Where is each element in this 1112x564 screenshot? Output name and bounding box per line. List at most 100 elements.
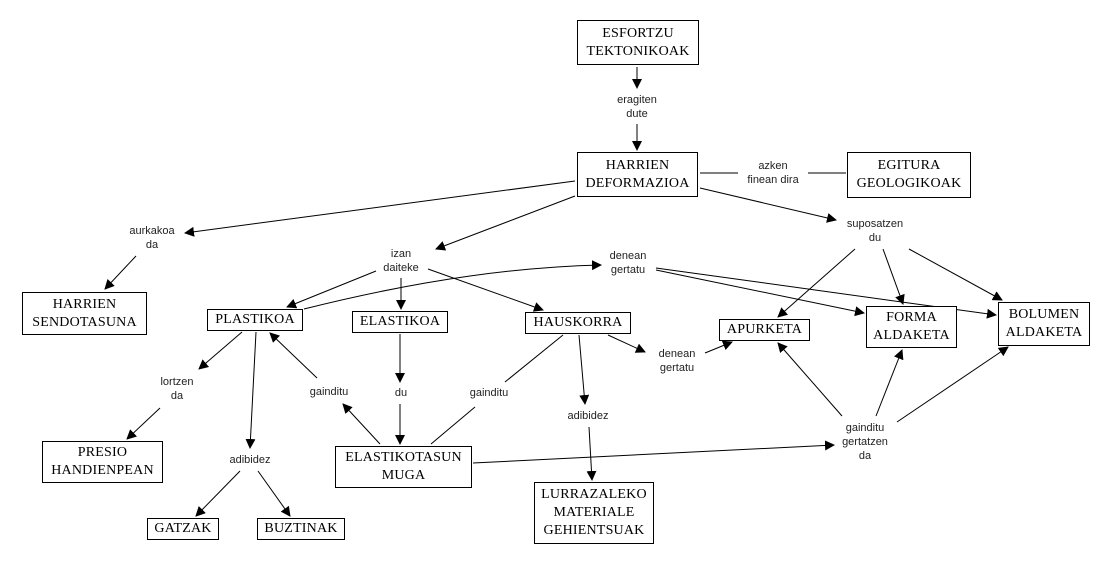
edge-muga-gainditu2 <box>430 406 476 445</box>
link-line: denean <box>658 348 696 360</box>
concept-harrien-sendotasuna[interactable]: HARRIEN SENDOTASUNA <box>22 292 147 335</box>
concept-line: GEHIENTSUAK <box>543 523 645 538</box>
link-line: gertatu <box>610 264 646 276</box>
link-line: gertatu <box>659 362 695 374</box>
concept-line: ELASTIKOTASUN <box>345 450 462 465</box>
link-gainditu-2[interactable]: gainditu <box>469 386 509 400</box>
edge-gertatzen-apurketa <box>777 342 843 417</box>
link-gainditu-1[interactable]: gainditu <box>309 385 349 399</box>
concept-apurketa[interactable]: APURKETA <box>719 319 810 341</box>
edge-plastikoa-adibidez1 <box>245 331 257 449</box>
edge-suposatzen-forma <box>882 248 905 305</box>
edge-aurkakoa-sendotasuna <box>104 255 137 290</box>
edge-gertatzen-bolumen <box>896 346 1009 423</box>
concept-line: GATZAK <box>154 521 212 536</box>
edge-suposatzen-bolumen <box>908 248 1003 301</box>
edge-adibidez2-lurrazaleko <box>586 426 597 481</box>
concept-line: HAUSKORRA <box>533 315 623 330</box>
concept-plastikoa[interactable]: PLASTIKOA <box>207 309 303 331</box>
concept-line: HARRIEN <box>52 296 117 312</box>
edge-deformazioa-izan <box>435 195 576 251</box>
edge-adibidez1-gatzak <box>195 470 241 517</box>
edge-izan-plastikoa <box>286 270 377 309</box>
link-line: gainditu <box>469 387 509 399</box>
concept-hauskorra[interactable]: HAUSKORRA <box>525 312 631 334</box>
link-gainditu-gertatzen-da[interactable]: gainditu gertatzen da <box>842 421 888 463</box>
link-eragiten-dute[interactable]: eragiten dute <box>617 93 657 121</box>
link-line: adibidez <box>567 410 609 422</box>
link-line: denean <box>609 250 647 262</box>
link-line: daiteke <box>383 262 419 274</box>
link-aurkakoa-da[interactable]: aurkakoa da <box>129 224 175 252</box>
concept-egitura-geologikoak[interactable]: EGITURA GEOLOGIKOAK <box>847 152 971 198</box>
edge-gainditu1-plastikoa <box>269 332 318 379</box>
link-izan-daiteke[interactable]: izan daiteke <box>383 247 419 275</box>
link-line: gertatzen <box>842 436 888 448</box>
link-line: da <box>858 450 872 462</box>
link-line: izan <box>390 248 412 260</box>
link-line: adibidez <box>229 454 271 466</box>
concept-line: SENDOTASUNA <box>32 314 137 330</box>
link-line: lortzen <box>160 376 194 388</box>
link-line: suposatzen <box>846 218 904 230</box>
edge-plastikoa-denean1 <box>303 260 602 310</box>
link-line: aurkakoa <box>129 225 175 237</box>
concept-elastikoa[interactable]: ELASTIKOA <box>352 311 448 333</box>
concept-bolumen-aldaketa[interactable]: BOLUMEN ALDAKETA <box>998 302 1090 346</box>
concept-harrien-deformazioa[interactable]: HARRIEN DEFORMAZIOA <box>577 152 698 197</box>
concept-line: HARRIEN <box>605 157 670 173</box>
link-line: azken <box>758 160 788 172</box>
edge-adibidez1-buztinak <box>257 470 291 517</box>
link-suposatzen-du[interactable]: suposatzen du <box>846 217 904 245</box>
concept-gatzak[interactable]: GATZAK <box>147 518 219 540</box>
concept-line: BUZTINAK <box>264 521 338 536</box>
concept-line: BOLUMEN <box>1008 307 1080 322</box>
concept-elastikotasun-muga[interactable]: ELASTIKOTASUN MUGA <box>335 446 472 488</box>
concept-line: MUGA <box>381 468 426 483</box>
link-azken-finean-dira[interactable]: azken finean dira <box>747 159 799 187</box>
concept-line: TEKTONIKOAK <box>586 43 690 59</box>
concept-line: ALDAKETA <box>873 328 950 343</box>
concept-line: EGITURA <box>877 158 941 173</box>
edge-denean2-apurketa <box>704 340 733 354</box>
concept-forma-aldaketa[interactable]: FORMA ALDAKETA <box>866 306 957 348</box>
concept-esfortzu-tektonikoak[interactable]: ESFORTZU TEKTONIKOAK <box>577 20 699 65</box>
edge-hauskorra-denean2 <box>607 334 646 353</box>
link-line: eragiten <box>617 94 657 106</box>
concept-line: PLASTIKOA <box>215 312 295 327</box>
link-line: du <box>868 232 882 244</box>
concept-line: HANDIENPEAN <box>51 463 154 478</box>
edge-deformazioa-aurkakoa <box>184 180 576 237</box>
edge-hauskorra-adibidez2 <box>578 334 590 405</box>
link-denean-gertatu-2[interactable]: denean gertatu <box>658 347 696 375</box>
edge-plastikoa-lortzen <box>198 331 243 370</box>
concept-line: LURRAZALEKO <box>541 487 647 502</box>
link-du[interactable]: du <box>394 386 408 400</box>
concept-presio-handienpean[interactable]: PRESIO HANDIENPEAN <box>42 441 163 483</box>
edge-muga-gainditu1 <box>342 403 381 445</box>
link-line: gainditu <box>845 422 885 434</box>
edge-gainditu2-hauskorra <box>504 334 564 383</box>
link-line: gainditu <box>309 386 349 398</box>
link-adibidez-2[interactable]: adibidez <box>567 409 609 423</box>
edge-lortzen-presio <box>126 407 161 440</box>
edge-gertatzen-forma <box>875 349 904 417</box>
edge-denean1-forma <box>655 269 865 317</box>
concept-buztinak[interactable]: BUZTINAK <box>257 518 345 540</box>
link-adibidez-1[interactable]: adibidez <box>229 453 271 467</box>
concept-lurrazaleko-materiale-gehientsuak[interactable]: LURRAZALEKO MATERIALE GEHIENTSUAK <box>534 482 654 544</box>
link-lortzen-da[interactable]: lortzen da <box>160 375 194 403</box>
link-denean-gertatu-1[interactable]: denean gertatu <box>609 249 647 277</box>
link-line: du <box>394 387 408 399</box>
edge-izan-hauskorra <box>427 268 544 312</box>
edge-muga-gertatzen <box>472 440 835 464</box>
edge-deformazioa-suposatzen <box>699 187 837 223</box>
concept-line: ALDAKETA <box>1005 325 1083 340</box>
concept-line: APURKETA <box>726 322 803 337</box>
concept-line: PRESIO <box>77 445 128 460</box>
link-line: da <box>145 239 159 251</box>
concept-line: MATERIALE <box>553 505 635 520</box>
concept-line: DEFORMAZIOA <box>585 175 690 191</box>
concept-line: ELASTIKOA <box>359 314 441 329</box>
